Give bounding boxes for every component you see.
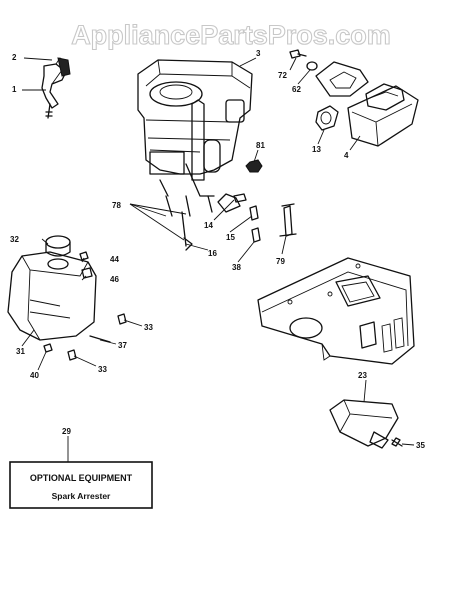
callout-37: 37: [118, 341, 127, 350]
callout-32: 32: [10, 235, 19, 244]
gasket-part: [315, 105, 339, 131]
optional-equipment-box: OPTIONAL EQUIPMENT Spark Arrester: [9, 461, 153, 509]
optional-equipment-title: OPTIONAL EQUIPMENT: [30, 473, 133, 483]
optional-equipment-item: Spark Arrester: [52, 491, 111, 501]
screw-part: [391, 437, 403, 447]
callout-78: 78: [112, 201, 121, 210]
callout-23: 23: [358, 371, 367, 380]
callout-29: 29: [62, 427, 71, 436]
throttle-control-part: [41, 57, 71, 119]
callout-15: 15: [226, 233, 235, 242]
callout-4: 4: [344, 151, 349, 160]
callout-labels: 2 1 3 72 62 13 4 81 78 14 15 16 38 79 32…: [10, 49, 425, 450]
watermark: AppliancePartsPros.com: [71, 20, 391, 50]
bolt-part: [289, 49, 318, 71]
callout-46: 46: [110, 275, 119, 284]
callout-62: 62: [292, 85, 301, 94]
callout-44: 44: [110, 255, 119, 264]
fuel-cap-part: [45, 235, 71, 257]
engine-part: [137, 59, 253, 251]
callout-79: 79: [276, 257, 285, 266]
heat-shield-part: [329, 399, 399, 449]
fuel-fittings: [43, 251, 127, 361]
callout-72: 72: [278, 71, 287, 80]
fuel-tank-part: [7, 251, 97, 341]
callout-31: 31: [16, 347, 25, 356]
callout-3: 3: [256, 49, 261, 58]
callout-33-upper: 33: [144, 323, 153, 332]
muffler-part: [315, 61, 419, 147]
callout-40: 40: [30, 371, 39, 380]
engine-mount-plate-part: [257, 257, 415, 365]
callout-2: 2: [12, 53, 17, 62]
callout-13: 13: [312, 145, 321, 154]
callout-33-lower: 33: [98, 365, 107, 374]
callout-14: 14: [204, 221, 213, 230]
callout-38: 38: [232, 263, 241, 272]
mounting-hardware: [233, 193, 297, 243]
callout-81: 81: [256, 141, 265, 150]
callout-1: 1: [12, 85, 17, 94]
nut-part: [245, 159, 263, 173]
callout-35: 35: [416, 441, 425, 450]
leader-lines: [21, 57, 415, 462]
callout-16: 16: [208, 249, 217, 258]
